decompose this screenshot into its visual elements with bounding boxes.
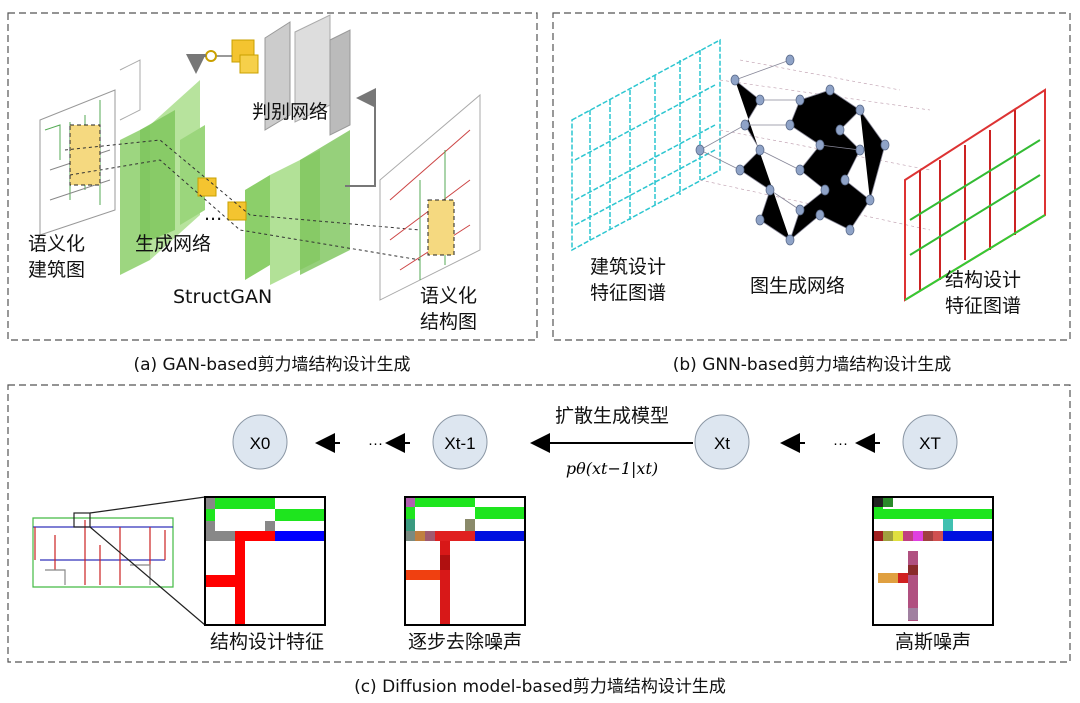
panel-b: 建筑设计 特征图谱 图生成网络 结构设计 特征图谱 (b) GNN-based剪… <box>552 12 1071 375</box>
output-label-1: 语义化 <box>420 285 477 307</box>
network-label: 图生成网络 <box>750 275 845 297</box>
structure-feature-grid <box>204 496 326 626</box>
ellipsis-right: ··· <box>833 435 848 452</box>
architecture-feature-graph <box>571 38 721 252</box>
diffusion-model-label: 扩散生成模型 <box>555 405 669 427</box>
node-xt <box>694 414 750 470</box>
input-graph-label-2: 特征图谱 <box>590 282 666 304</box>
node-x0 <box>232 414 288 470</box>
gaussian-noise-grid <box>872 496 994 626</box>
node-x0-label: X0 <box>250 434 271 453</box>
generator-label: 生成网络 <box>135 233 211 255</box>
panel-a-border <box>7 12 538 341</box>
structure-floor-plan <box>32 496 206 626</box>
node-xT-label: XT <box>919 434 941 453</box>
output-label-2: 结构图 <box>420 311 477 333</box>
panel-c-caption: (c) Diffusion model-based剪力墙结构设计生成 <box>354 677 726 697</box>
graph-generation-network <box>695 54 931 246</box>
panel-c-border <box>7 384 1071 663</box>
gaussian-noise-label: 高斯噪声 <box>895 631 971 653</box>
output-graph-label-1: 结构设计 <box>945 269 1021 291</box>
reverse-process-formula: pθ(xt−1|xt) <box>566 459 658 478</box>
discriminator-network <box>186 14 376 187</box>
semantic-structure-plan <box>379 93 481 301</box>
node-xt-1 <box>432 414 488 470</box>
input-label-1: 语义化 <box>28 233 85 255</box>
panel-b-border <box>552 12 1071 341</box>
model-name: StructGAN <box>173 286 272 308</box>
output-graph-label-2: 特征图谱 <box>945 295 1021 317</box>
denoising-grid <box>404 496 526 626</box>
generator-network <box>64 39 421 285</box>
panel-b-caption: (b) GNN-based剪力墙结构设计生成 <box>673 355 952 375</box>
input-label-2: 建筑图 <box>28 259 85 281</box>
ellipsis: ... <box>204 203 222 225</box>
discriminator-label: 判别网络 <box>252 101 328 123</box>
node-xT <box>902 414 958 470</box>
panel-a: 判别网络 生成网络 ... StructGAN 语义化 建筑图 语义化 结构图 … <box>7 12 538 375</box>
denoising-label: 逐步去除噪声 <box>408 631 522 653</box>
structure-feature-graph <box>904 88 1046 302</box>
node-xt-label: Xt <box>714 434 730 453</box>
panel-c: X0 Xt-1 Xt XT ··· ··· 扩散生成模型 pθ(xt−1|xt) <box>7 384 1071 697</box>
ellipsis-left: ··· <box>368 435 383 452</box>
input-graph-label-1: 建筑设计 <box>590 256 666 278</box>
structure-feature-label: 结构设计特征 <box>210 631 324 653</box>
panel-a-caption: (a) GAN-based剪力墙结构设计生成 <box>133 355 410 375</box>
semantic-architecture-plan <box>39 59 141 236</box>
node-xt-1-label: Xt-1 <box>444 434 475 453</box>
